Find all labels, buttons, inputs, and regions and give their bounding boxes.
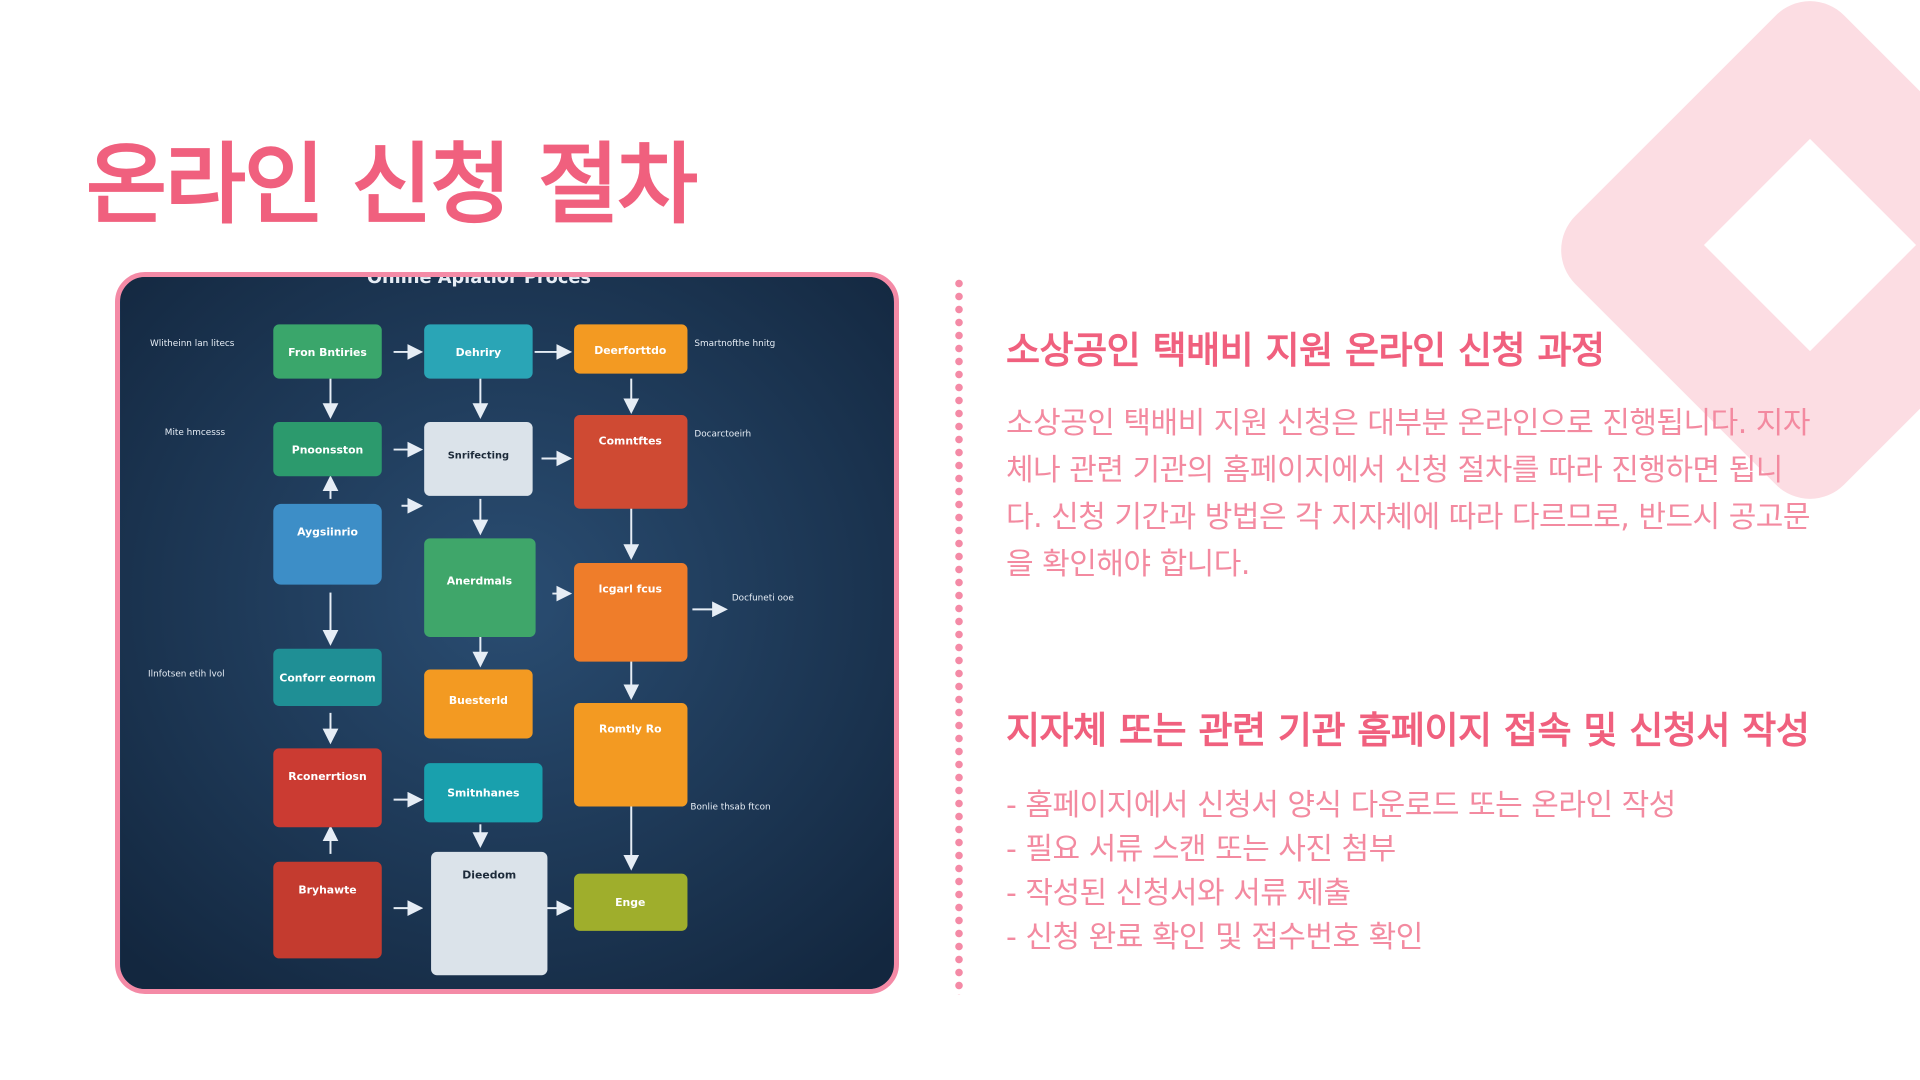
dotted-divider [955, 277, 963, 995]
content-panel: 소상공인 택배비 지원 온라인 신청 과정 소상공인 택배비 지원 신청은 대부… [1006, 320, 1826, 960]
description-paragraph: 소상공인 택배비 지원 신청은 대부분 온라인으로 진행됩니다. 지자체나 관련… [1006, 400, 1816, 588]
svg-text:Bonlie thsab ftcon: Bonlie thsab ftcon [690, 803, 770, 813]
svg-text:Docfuneti ooe: Docfuneti ooe [732, 593, 794, 603]
svg-text:Bryhawte: Bryhawte [298, 883, 356, 896]
svg-text:Comntftes: Comntftes [599, 435, 662, 448]
list-item: - 신청 완료 확인 및 접수번호 확인 [1006, 916, 1826, 960]
slide-title: 온라인 신청 절차 [86, 137, 696, 234]
svg-text:Rconerrtiosn: Rconerrtiosn [288, 770, 366, 783]
svg-text:Ilnfotsen etih lvol: Ilnfotsen etih lvol [148, 669, 225, 679]
svg-text:Smitnhanes: Smitnhanes [447, 787, 519, 800]
process-diagram-image: Online Aplatior Proces [115, 272, 899, 994]
svg-text:Dehriry: Dehriry [456, 346, 502, 359]
svg-text:Wlitheinn lan litecs: Wlitheinn lan litecs [150, 339, 235, 349]
svg-text:Aygsiinrio: Aygsiinrio [297, 525, 358, 538]
steps-list: - 홈페이지에서 신청서 양식 다운로드 또는 온라인 작성 - 필요 서류 스… [1006, 784, 1826, 960]
svg-text:Buesterld: Buesterld [449, 694, 508, 707]
svg-text:Docarctoeirh: Docarctoeirh [694, 430, 751, 440]
svg-text:Romtly Ro: Romtly Ro [599, 723, 662, 736]
svg-text:Anerdmals: Anerdmals [447, 575, 512, 588]
svg-text:lcgarl fcus: lcgarl fcus [599, 583, 662, 596]
flowchart-illustration: Online Aplatior Proces [120, 277, 894, 989]
section-heading-online-process: 소상공인 택배비 지원 온라인 신청 과정 [1006, 320, 1826, 374]
svg-text:Mite hmcesss: Mite hmcesss [165, 428, 226, 438]
svg-text:Smartnofthe hnitg: Smartnofthe hnitg [694, 339, 775, 349]
list-item: - 홈페이지에서 신청서 양식 다운로드 또는 온라인 작성 [1006, 784, 1826, 828]
svg-text:Fron Bntiries: Fron Bntiries [288, 346, 367, 359]
diagram-caption: Online Aplatior Proces [367, 277, 591, 288]
svg-text:Dieedom: Dieedom [462, 869, 516, 882]
list-item: - 필요 서류 스캔 또는 사진 첨부 [1006, 828, 1826, 872]
svg-text:Pnoonsston: Pnoonsston [292, 444, 363, 457]
svg-text:Deerforttdo: Deerforttdo [594, 344, 666, 357]
svg-text:Enge: Enge [615, 896, 645, 909]
section-heading-homepage-access: 지자체 또는 관련 기관 홈페이지 접속 및 신청서 작성 [1006, 700, 1826, 754]
svg-text:Snrifecting: Snrifecting [448, 450, 509, 461]
list-item: - 작성된 신청서와 서류 제출 [1006, 872, 1826, 916]
svg-text:Conforr eornom: Conforr eornom [279, 671, 375, 684]
